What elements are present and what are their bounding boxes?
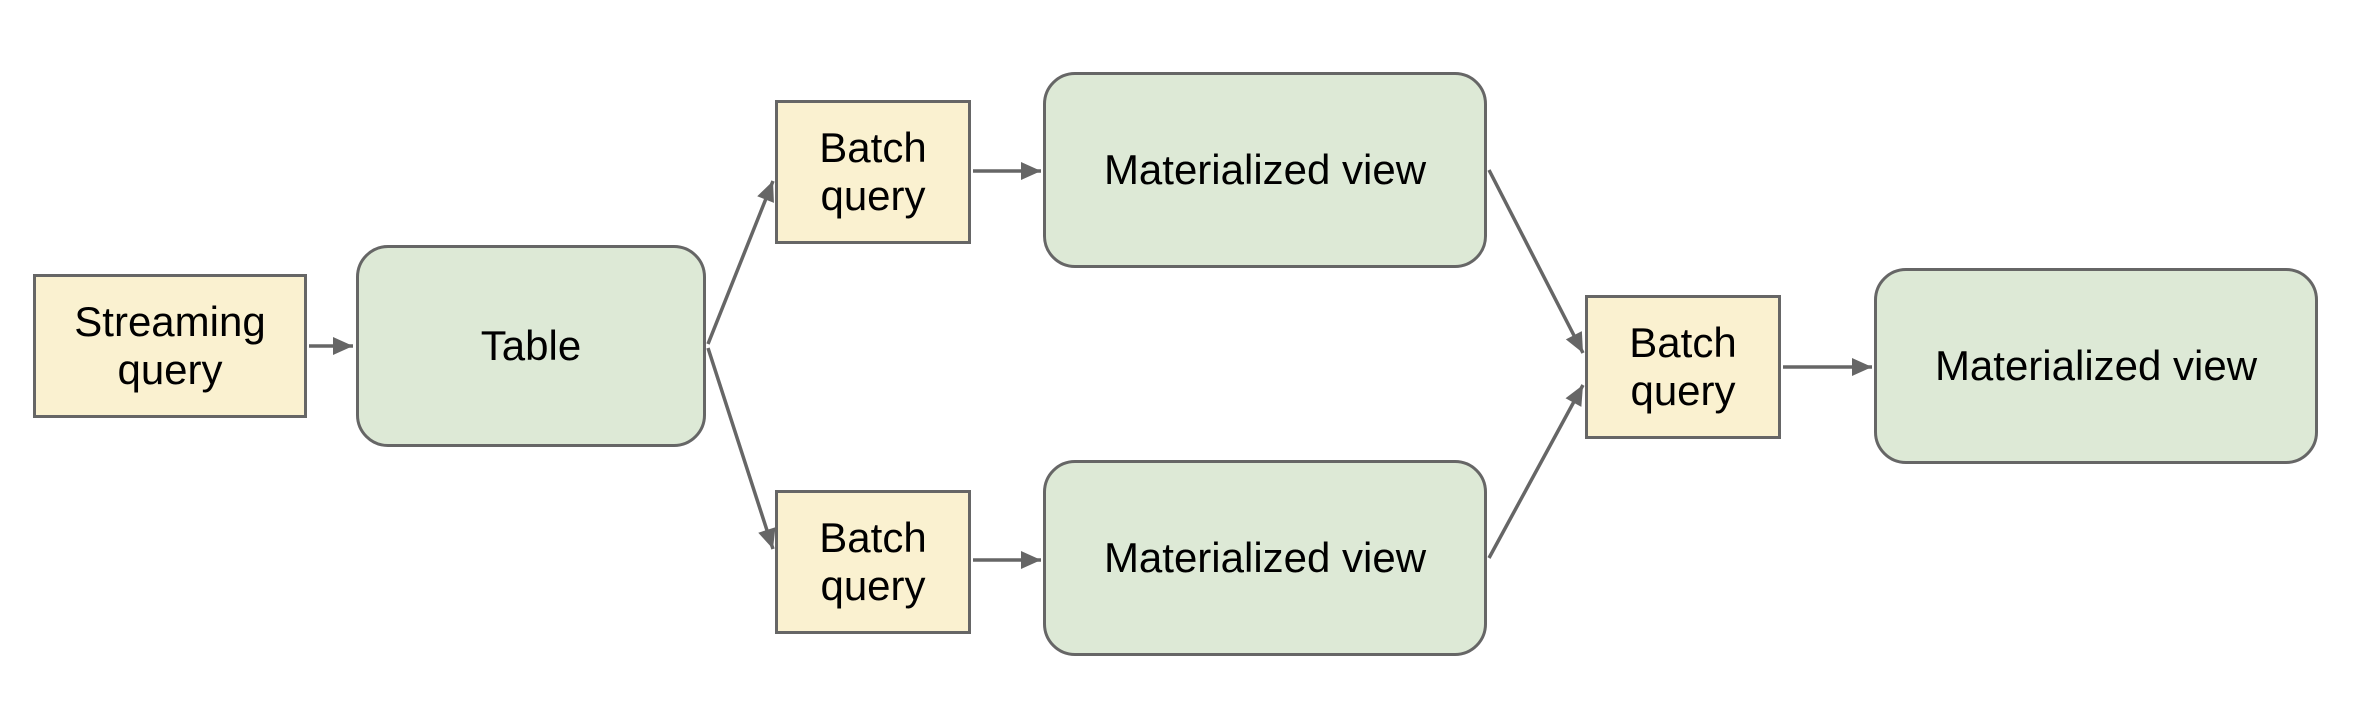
node-table: Table	[356, 245, 706, 447]
node-label: Batch query	[1629, 319, 1737, 414]
node-materialized-view-top: Materialized view	[1043, 72, 1487, 268]
node-label: Materialized view	[1934, 342, 2258, 389]
node-materialized-view-final: Materialized view	[1874, 268, 2318, 464]
node-label: Batch query	[819, 514, 927, 609]
node-batch-query-top: Batch query	[775, 100, 971, 244]
node-label: Materialized view	[1103, 534, 1427, 581]
node-label: Table	[480, 322, 582, 369]
edge-table-to-batch-query-bottom	[706, 347, 776, 550]
node-label: Batch query	[819, 124, 927, 219]
node-streaming-query: Streaming query	[33, 274, 307, 418]
node-label: Streaming query	[74, 298, 266, 393]
edge-materialized-view-top-to-batch-query-right	[1487, 169, 1585, 354]
node-batch-query-right: Batch query	[1585, 295, 1781, 439]
node-label: Materialized view	[1103, 146, 1427, 193]
edge-table-to-batch-query-top	[706, 180, 775, 345]
node-materialized-view-bottom: Materialized view	[1043, 460, 1487, 656]
node-batch-query-bottom: Batch query	[775, 490, 971, 634]
edge-materialized-view-bottom-to-batch-query-right	[1487, 384, 1585, 559]
